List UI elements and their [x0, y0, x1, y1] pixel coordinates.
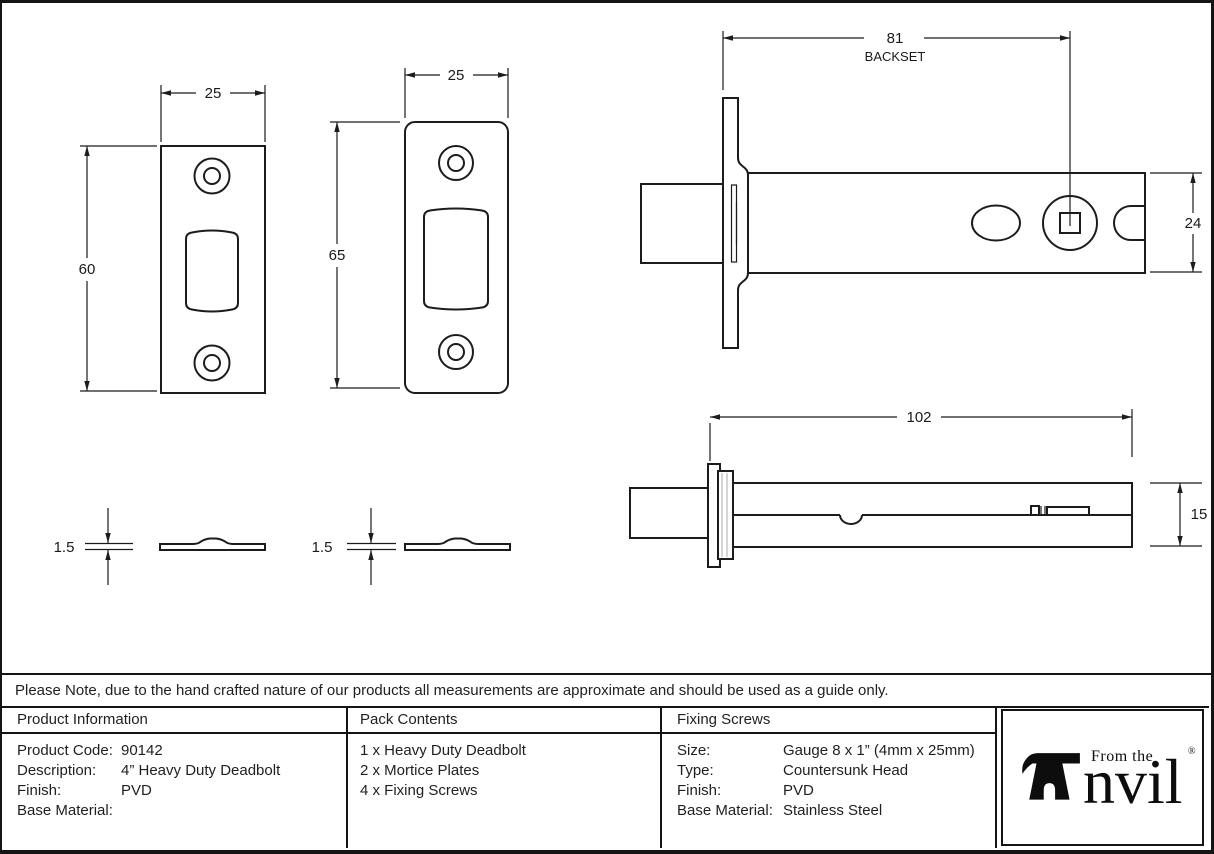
pack-item: 4 x Fixing Screws: [360, 782, 478, 799]
measurement-note: Please Note, due to the hand crafted nat…: [2, 673, 1211, 706]
table-row: Base Material: Stainless Steel: [677, 801, 995, 821]
dimension-label: 60: [79, 261, 96, 278]
dimension-label: 65: [329, 247, 346, 264]
dimension-label: 15: [1191, 506, 1208, 523]
table-row: Size: Gauge 8 x 1” (4mm x 25mm): [677, 741, 995, 761]
pack-item: 2 x Mortice Plates: [360, 762, 480, 779]
fixing-screws-header: Fixing Screws: [662, 708, 995, 734]
mortice-plate-front-small: 25 60: [79, 85, 266, 394]
dimension-label: 25: [448, 67, 465, 84]
row-value: 4” Heavy Duty Deadbolt: [121, 762, 281, 779]
pack-item: 1 x Heavy Duty Deadbolt: [360, 742, 526, 759]
row-value: Gauge 8 x 1” (4mm x 25mm): [783, 742, 975, 759]
dimension-label: 1.5: [312, 539, 333, 556]
brand-column: [997, 706, 1209, 848]
row-label: Product Code:: [17, 742, 113, 759]
plate-profile-large: 1.5: [312, 508, 511, 585]
deadbolt-plan-view: 102 15: [629, 409, 1208, 568]
row-label: Size:: [677, 742, 711, 759]
deadbolt-side-view: 81 BACKSET 24: [640, 30, 1202, 349]
row-label: Base Material:: [17, 802, 113, 819]
table-row: Product Code: 90142: [17, 741, 346, 761]
plate-profile-small: 1.5: [54, 508, 266, 585]
row-value: 90142: [121, 742, 163, 759]
table-row: Finish: PVD: [677, 781, 995, 801]
row-label: Type:: [677, 762, 714, 779]
product-information-column: Product Information Product Code: 90142 …: [2, 706, 348, 848]
table-row: Base Material:: [17, 801, 346, 821]
pack-contents-column: Pack Contents 1 x Heavy Duty Deadbolt 2 …: [348, 706, 662, 848]
anvil-icon: [1022, 753, 1080, 800]
dimension-label: 1.5: [54, 539, 75, 556]
row-label: Finish:: [17, 782, 62, 799]
table-row: Description: 4” Heavy Duty Deadbolt: [17, 761, 346, 781]
dimension-label: 24: [1185, 215, 1202, 232]
row-value: Stainless Steel: [783, 802, 883, 819]
brand-logo: From the nvil ®: [1001, 709, 1204, 846]
row-label: Finish:: [677, 782, 722, 799]
product-information-header: Product Information: [2, 708, 346, 734]
technical-drawings: 25 60 25 65: [54, 30, 1208, 585]
dimension-label: 81: [887, 30, 904, 47]
table-row: Finish: PVD: [17, 781, 346, 801]
dimension-label: 102: [906, 409, 931, 426]
registered-mark: ®: [1188, 746, 1196, 757]
table-row: Type: Countersunk Head: [677, 761, 995, 781]
mortice-plate-front-large: 25 65: [329, 67, 509, 394]
brand-name: nvil: [1083, 746, 1183, 817]
fixing-screws-column: Fixing Screws Size: Gauge 8 x 1” (4mm x …: [662, 706, 997, 848]
row-value: Countersunk Head: [783, 762, 909, 779]
row-value: PVD: [783, 782, 814, 799]
measurement-note-text: Please Note, due to the hand crafted nat…: [15, 682, 889, 699]
dimension-label: 25: [205, 85, 222, 102]
row-label: Base Material:: [677, 802, 773, 819]
pack-contents-header: Pack Contents: [348, 708, 660, 734]
dimension-caption: BACKSET: [865, 49, 926, 64]
row-label: Description:: [17, 762, 97, 779]
row-value: PVD: [121, 782, 152, 799]
brand-from-the: From the: [1091, 748, 1154, 765]
